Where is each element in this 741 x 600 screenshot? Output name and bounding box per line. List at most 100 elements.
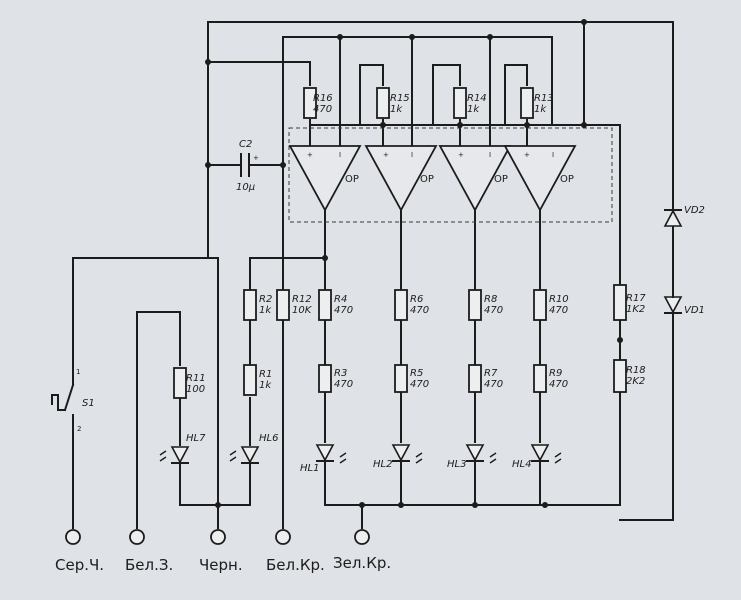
terminal-bel-z: Бел.З. (125, 529, 173, 574)
diode-vd2: VD2 (663, 205, 705, 227)
svg-text:HL7: HL7 (186, 433, 206, 444)
svg-text:OP: OP (560, 174, 574, 185)
svg-text:HL3: HL3 (447, 459, 466, 470)
svg-text:10K: 10K (292, 305, 313, 316)
svg-text:Черн.: Черн. (199, 556, 243, 574)
resistor-r5: R5 470 (394, 364, 429, 393)
terminal-chern: Черн. (199, 529, 243, 574)
svg-text:VD1: VD1 (684, 305, 705, 316)
svg-text:R13: R13 (534, 93, 554, 104)
svg-text:R12: R12 (292, 294, 312, 305)
svg-text:R3: R3 (334, 368, 347, 379)
led-hl1: HL1 (300, 444, 347, 474)
svg-text:470: 470 (549, 379, 568, 390)
terminal-ser-ch: Сер.Ч. (55, 529, 104, 574)
svg-text:470: 470 (410, 379, 429, 390)
svg-text:+: + (458, 151, 464, 159)
svg-text:1k: 1k (390, 104, 403, 115)
svg-text:+: + (524, 151, 530, 159)
svg-text:R10: R10 (549, 294, 569, 305)
opamp-2: + I OP (364, 145, 438, 212)
resistor-r6: R6 470 (394, 289, 429, 321)
svg-text:100: 100 (186, 384, 205, 395)
resistor-r9: R9 470 (533, 364, 568, 393)
svg-text:R15: R15 (390, 93, 410, 104)
svg-text:I: I (411, 151, 413, 159)
svg-text:R18: R18 (626, 365, 646, 376)
resistor-r18: R18 2K2 (613, 359, 646, 393)
svg-text:R2: R2 (259, 294, 272, 305)
diode-vd1: VD1 (663, 296, 705, 316)
svg-text:1k: 1k (259, 380, 272, 391)
svg-text:1K2: 1K2 (626, 304, 645, 315)
svg-text:470: 470 (549, 305, 568, 316)
svg-text:HL4: HL4 (512, 459, 531, 470)
svg-text:470: 470 (484, 379, 503, 390)
svg-text:R11: R11 (186, 373, 206, 384)
svg-text:1k: 1k (534, 104, 547, 115)
svg-text:HL1: HL1 (300, 463, 319, 474)
svg-text:VD2: VD2 (684, 205, 705, 216)
svg-text:1: 1 (76, 368, 80, 376)
capacitor-c2: C2 + 10µ (236, 139, 259, 193)
terminal-zel-kr: Зел.Кр. (333, 529, 391, 572)
wires (72, 21, 674, 529)
svg-text:R7: R7 (484, 368, 498, 379)
svg-text:HL6: HL6 (259, 433, 278, 444)
svg-text:1k: 1k (259, 305, 272, 316)
resistor-r1: R1 1k (243, 364, 272, 396)
svg-text:I: I (552, 151, 554, 159)
terminal-bel-kr: Бел.Кр. (266, 529, 325, 574)
svg-text:Бел.З.: Бел.З. (125, 556, 173, 574)
svg-text:Бел.Кр.: Бел.Кр. (266, 556, 325, 574)
led-hl7: HL7 (159, 433, 206, 464)
svg-text:S1: S1 (82, 398, 95, 409)
svg-text:Сер.Ч.: Сер.Ч. (55, 556, 104, 574)
resistor-r16: R16 470 (303, 87, 333, 119)
svg-text:R16: R16 (313, 93, 333, 104)
resistor-r3: R3 470 (318, 364, 353, 393)
svg-text:470: 470 (334, 305, 353, 316)
svg-text:I: I (339, 151, 341, 159)
led-hl4: HL4 (512, 444, 562, 470)
svg-text:470: 470 (313, 104, 332, 115)
svg-text:R9: R9 (549, 368, 562, 379)
svg-text:470: 470 (334, 379, 353, 390)
svg-text:2: 2 (77, 425, 81, 433)
svg-text:R6: R6 (410, 294, 423, 305)
svg-text:10µ: 10µ (236, 182, 255, 193)
resistor-r2: R2 1k (243, 289, 272, 321)
opamp-1: + I OP (288, 145, 362, 212)
opamp-3: + I OP (438, 145, 512, 212)
svg-text:R17: R17 (626, 293, 646, 304)
svg-text:+: + (383, 151, 389, 159)
resistor-r8: R8 470 (468, 289, 503, 321)
svg-text:R1: R1 (259, 369, 272, 380)
svg-text:+: + (307, 151, 313, 159)
svg-text:R4: R4 (334, 294, 347, 305)
resistor-r4: R4 470 (318, 289, 353, 321)
resistor-r15: R15 1k (376, 87, 410, 119)
opamp-package-outline (288, 127, 613, 223)
svg-text:2K2: 2K2 (626, 376, 645, 387)
svg-text:R14: R14 (467, 93, 487, 104)
resistor-r17: R17 1K2 (613, 284, 646, 321)
resistor-r11: R11 100 (173, 367, 206, 399)
svg-text:C2: C2 (239, 139, 252, 150)
svg-text:470: 470 (410, 305, 429, 316)
svg-text:470: 470 (484, 305, 503, 316)
svg-text:Зел.Кр.: Зел.Кр. (333, 554, 391, 572)
svg-text:OP: OP (494, 174, 508, 185)
switch-s1: 1 2 S1 (51, 368, 95, 433)
svg-text:R5: R5 (410, 368, 423, 379)
resistor-r10: R10 470 (533, 289, 569, 321)
svg-text:1k: 1k (467, 104, 480, 115)
svg-text:I: I (489, 151, 491, 159)
svg-text:R8: R8 (484, 294, 497, 305)
resistor-r14: R14 1k (453, 87, 487, 119)
junction-nodes (205, 19, 623, 508)
resistor-r7: R7 470 (468, 364, 503, 393)
led-hl2: HL2 (373, 444, 423, 470)
svg-text:+: + (253, 154, 259, 162)
